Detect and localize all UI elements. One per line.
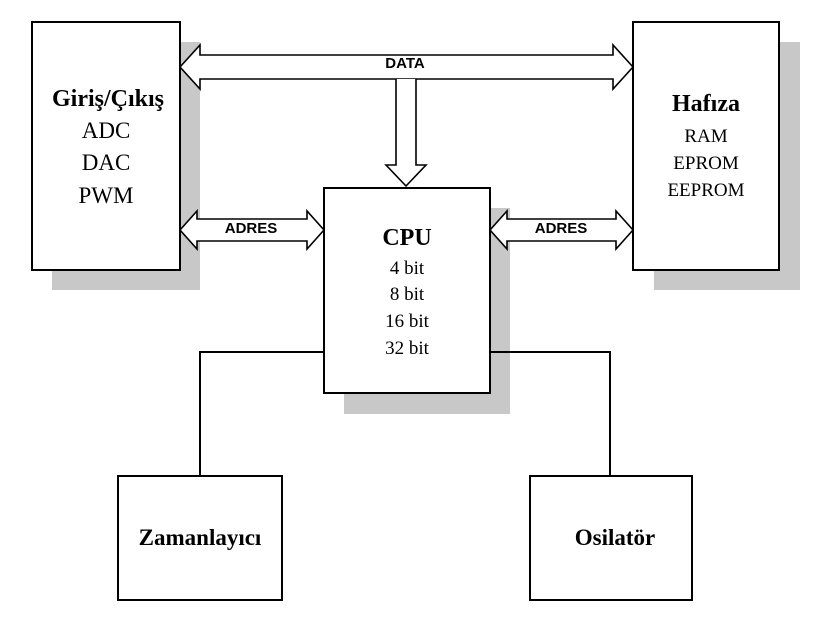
memory-block-title: Hafıza: [672, 91, 740, 117]
memory-item-eprom: EPROM: [673, 153, 739, 174]
cpu-item-16bit: 16 bit: [385, 311, 430, 332]
cpu-block-title: CPU: [382, 225, 431, 251]
data-bus-cpu-branch-arrow: [384, 79, 428, 188]
timer-wire: [199, 351, 324, 476]
cpu-item-32bit: 32 bit: [385, 338, 430, 359]
timer-block-title: Zamanlayıcı: [139, 525, 262, 550]
memory-block: Hafıza RAM EPROM EEPROM: [632, 21, 780, 271]
oscillator-wire: [490, 351, 611, 476]
cpu-item-4bit: 4 bit: [390, 258, 425, 279]
io-block-title: Giriş/Çıkış: [52, 86, 164, 112]
cpu-item-8bit: 8 bit: [390, 284, 425, 305]
io-item-adc: ADC: [82, 118, 131, 143]
oscillator-block-title: Osilatör: [575, 525, 656, 550]
oscillator-block: Osilatör: [529, 475, 693, 601]
io-block: Giriş/Çıkış ADC DAC PWM: [31, 21, 181, 271]
memory-item-ram: RAM: [684, 126, 727, 147]
address-bus-left-label: ADRES: [225, 220, 278, 237]
memory-item-eeprom: EEPROM: [667, 180, 744, 201]
timer-block: Zamanlayıcı: [117, 475, 283, 601]
io-item-dac: DAC: [82, 150, 131, 175]
data-bus-label: DATA: [385, 55, 425, 72]
cpu-block: CPU 4 bit 8 bit 16 bit 32 bit: [323, 187, 491, 394]
address-bus-right-label: ADRES: [535, 220, 588, 237]
io-item-pwm: PWM: [79, 183, 134, 208]
